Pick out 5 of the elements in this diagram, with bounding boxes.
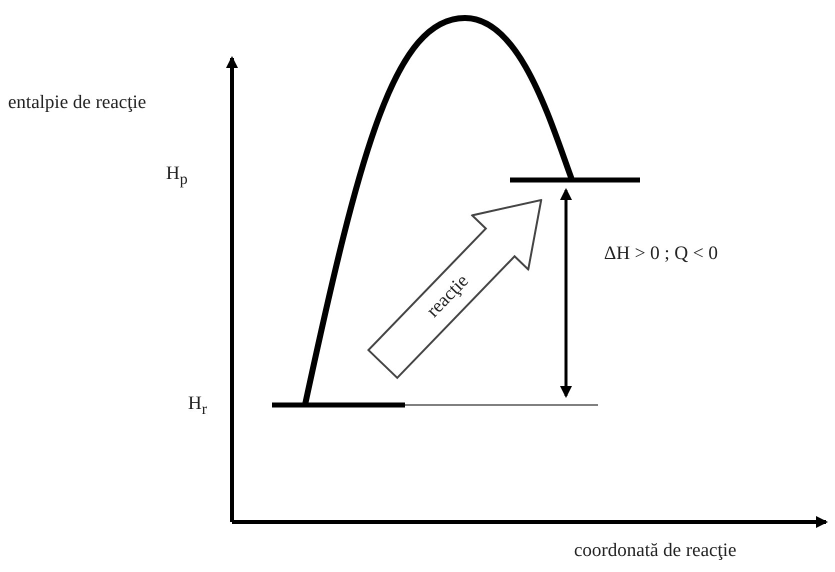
axis-label: entalpie de reacţie	[8, 92, 146, 114]
level-label: H$_{r}$	[188, 393, 208, 419]
axis-label: coordonată de reacţie	[574, 540, 736, 562]
enthalpy-note: ΔH > 0 ; Q < 0	[604, 243, 718, 265]
level-label: H$_{p}$	[166, 163, 188, 189]
